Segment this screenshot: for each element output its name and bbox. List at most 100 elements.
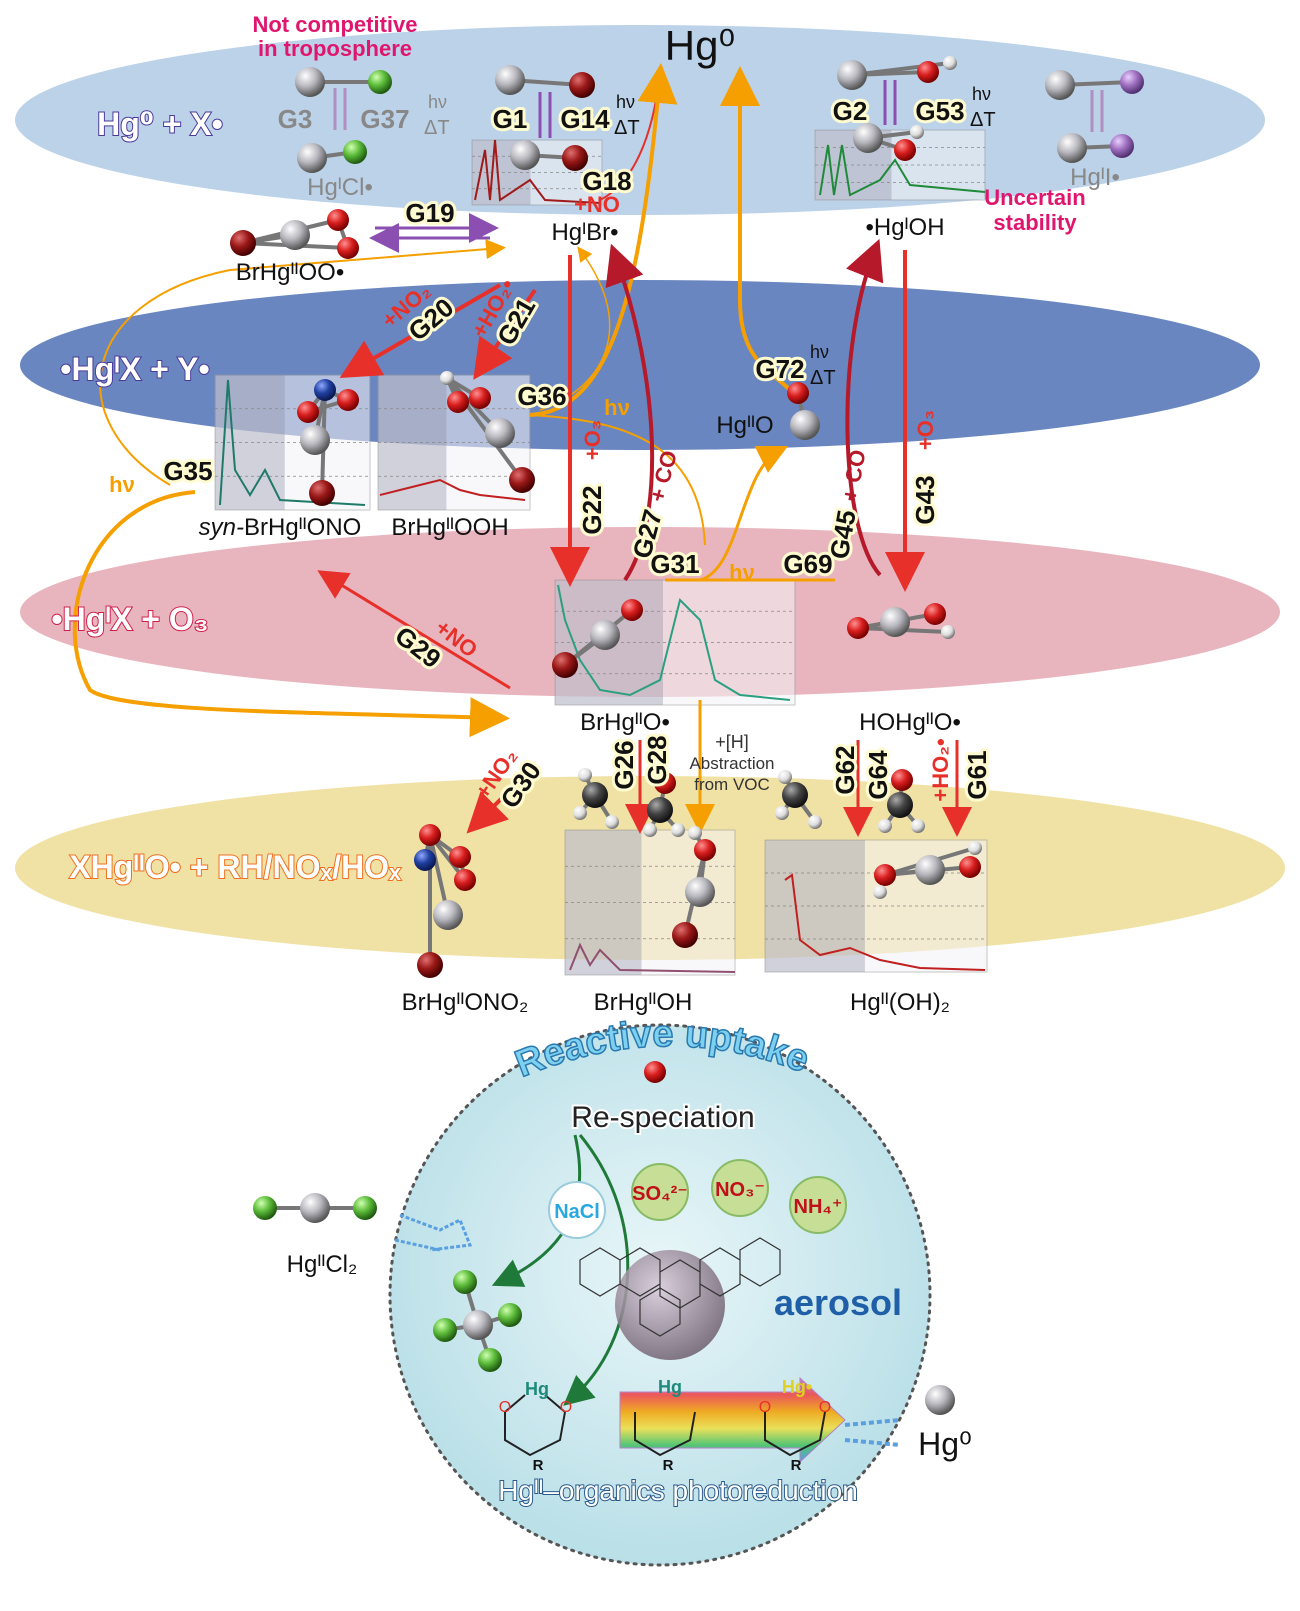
atom-h (778, 770, 792, 784)
species-syn-brhgono: syn-BrHgᴵᴵONO (199, 514, 362, 541)
reaction-g43: G43 (910, 475, 940, 524)
dt-g37: ΔT (424, 117, 450, 139)
atom-o (469, 387, 491, 409)
atom-o (917, 61, 939, 83)
reaction-g18: G18 (582, 166, 631, 196)
atom-h (808, 815, 822, 829)
atom-o (891, 769, 913, 791)
reaction-g37: G37 (360, 104, 409, 134)
photoreduction-label: Hgᴵᴵ–organics photoreduction (498, 1475, 858, 1506)
species-hgo: HgᴵᴵO (716, 412, 773, 439)
atom-h (910, 125, 924, 139)
ring-o: O (759, 1399, 771, 1416)
reaction-g35: G35 (163, 456, 212, 486)
pah-sheet (579, 1237, 781, 1337)
reagent-h: +[H] (715, 732, 749, 752)
molecule-model (787, 382, 820, 440)
atom-h (911, 819, 925, 833)
atom-cl (368, 70, 392, 94)
atom-n (414, 849, 436, 871)
atom-br (569, 72, 595, 98)
reaction-g19: G19 (405, 198, 454, 228)
purple-eq-g2 (883, 80, 897, 125)
spectrum-line (569, 942, 736, 973)
molecule-model (878, 769, 925, 833)
hg0-title: Hg⁰ (665, 22, 736, 69)
aerosol-label: aerosol (774, 1282, 902, 1323)
atom-o (894, 139, 916, 161)
atom-h (968, 841, 982, 855)
reagent-o3-g22: +O₃ (580, 420, 605, 460)
organic-ring-1 (504, 1394, 566, 1457)
ring-r: R (663, 1457, 674, 1474)
molecule-model (495, 65, 595, 98)
molecule-model (552, 599, 643, 678)
atom-h (671, 823, 685, 837)
note-uncertain: Uncertain (984, 185, 1085, 210)
molecule-model (672, 826, 716, 948)
arrow-g45 (845, 238, 884, 577)
molecule-model (837, 56, 957, 90)
molecule-model (925, 1385, 955, 1415)
atom-hg (880, 607, 910, 637)
atom-c (582, 782, 608, 808)
ion-nitrate: NO₃⁻ (711, 1159, 769, 1217)
atom-hg (510, 140, 540, 170)
atom-o (297, 401, 319, 423)
atom-c (647, 797, 673, 823)
molecule-model (847, 603, 955, 639)
reagent-abstraction: Abstraction (689, 754, 774, 773)
molecule-model (510, 140, 588, 171)
spectrum-line (819, 144, 986, 197)
atom-h (943, 56, 957, 70)
atom-o (454, 869, 476, 891)
molecule-model (433, 1270, 522, 1372)
hv-g31-g69: hν (729, 560, 755, 585)
reaction-g53: G53 (915, 96, 964, 126)
reaction-g62: G62 (830, 745, 860, 794)
atom-h (573, 806, 587, 820)
band-label-1: Hg⁰ + X• (97, 106, 223, 142)
soot-core (615, 1250, 725, 1360)
note-not-competitive: Not competitive (252, 12, 417, 37)
ring-r: R (533, 1457, 544, 1474)
species-brhgono2: BrHgᴵᴵONO₂ (402, 989, 529, 1016)
reaction-g45: G45 (824, 508, 862, 562)
molecule-model (1057, 133, 1134, 163)
ring-o: O (819, 1399, 831, 1416)
atom-o (644, 1061, 666, 1083)
ion-label: SO₄²⁻ (632, 1183, 688, 1205)
species-hgcl: HgᴵCl• (307, 174, 373, 201)
reagent-o3-g43: +O₃ (913, 410, 938, 450)
molecule-model (853, 123, 924, 161)
hv-g72: hν (810, 342, 829, 362)
atom-hg (1057, 133, 1087, 163)
spectrum-line (219, 379, 366, 506)
reaction-g3: G3 (278, 104, 313, 134)
dt-g53: ΔT (970, 109, 996, 131)
molecule-model (775, 770, 822, 829)
atom-hg (297, 143, 327, 173)
ion-label: NO₃⁻ (715, 1179, 765, 1201)
reaction-g69: G69 (783, 549, 832, 579)
atom-o (924, 603, 946, 625)
ring-o: O (560, 1399, 572, 1416)
arrow-g36-thin (539, 246, 611, 411)
atom-cl (478, 1348, 502, 1372)
species-brhgoh: BrHgᴵᴵOH (594, 989, 693, 1016)
purple-eq-hgi (1090, 90, 1104, 132)
atom-hg (300, 425, 330, 455)
atom-c (887, 792, 913, 818)
ion-label: NaCl (554, 1201, 600, 1223)
arrow-g30 (466, 768, 532, 834)
hv-g36: hν (604, 395, 630, 420)
species-hg0-released: Hg⁰ (918, 1426, 972, 1462)
atom-br (417, 952, 443, 978)
molecule-model (1045, 70, 1144, 100)
atom-h (605, 815, 619, 829)
atom-hg (590, 620, 620, 650)
reaction-g72: G72 (755, 354, 804, 384)
reaction-g2: G2 (833, 96, 868, 126)
ring-r: R (791, 1457, 802, 1474)
